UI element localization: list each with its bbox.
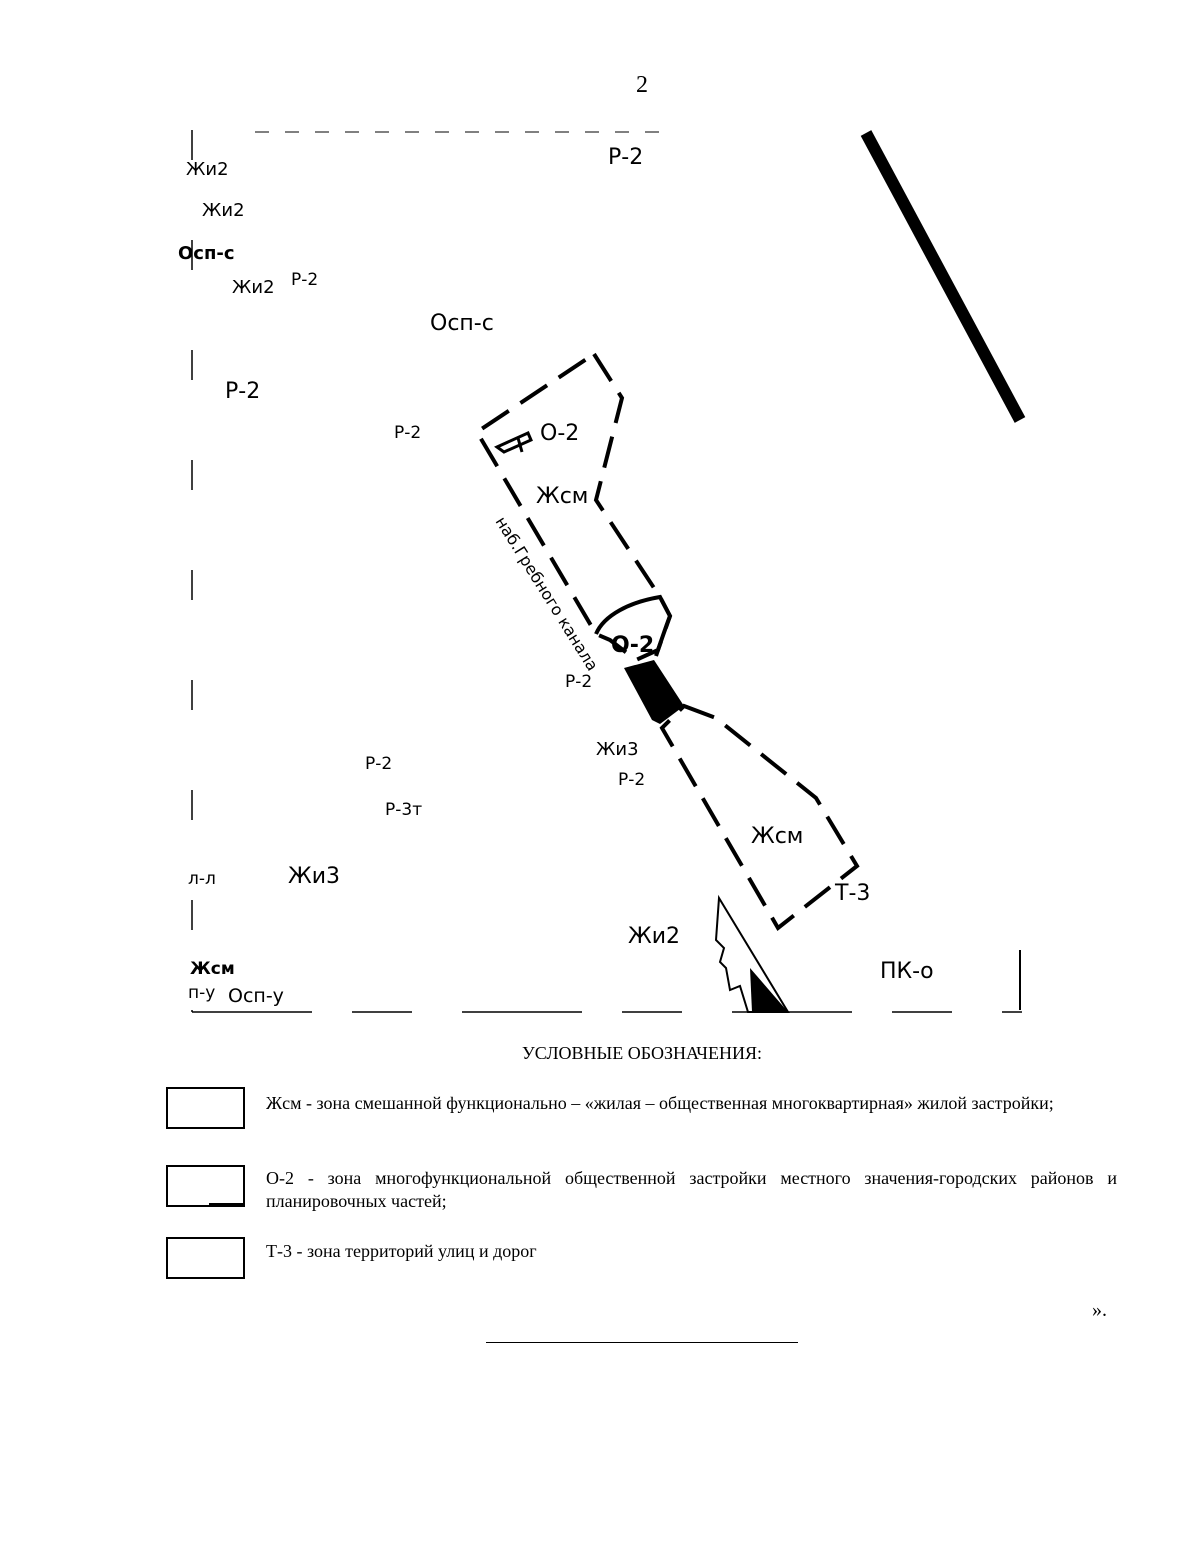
map-label-t3: Т-3 <box>834 881 870 906</box>
map-label-canal: наб.Гребного канала <box>492 513 603 674</box>
diagonal-road-line <box>860 130 1026 423</box>
map-label-l-edge: л-л <box>188 869 216 889</box>
map-label-zhsm-top: Жсм <box>536 484 588 509</box>
legend-text-t3: Т-3 - зона территорий улиц и дорог <box>266 1241 537 1261</box>
map-label-r2-right: Р-2 <box>618 770 645 790</box>
map-label-zhsm-edge: Жсм <box>190 959 235 979</box>
map-label-osp-u: Осп-у <box>228 985 284 1007</box>
legend-text-zhsm: Жсм - зона смешанной функционально – «жи… <box>266 1093 1054 1113</box>
zoning-map[interactable]: Р-2 Жи2 Жи2 Осп-с Жи2 Р-2 Осп-с Р-2 Р-2 … <box>0 0 1200 1030</box>
map-label-r3t: Р-3т <box>385 800 422 820</box>
map-label-zhsm-low: Жсм <box>751 824 803 849</box>
map-label-r2-mid: Р-2 <box>394 423 421 443</box>
bottom-divider <box>486 1342 798 1343</box>
legend-text-o2: О-2 - зона многофункциональной обществен… <box>266 1168 1117 1211</box>
legend-swatch-t3 <box>166 1237 245 1279</box>
map-label-zhi2-b: Жи2 <box>202 200 245 221</box>
closing-quote: ». <box>1092 1299 1107 1321</box>
map-label-o2-mid: О-2 <box>611 633 654 658</box>
map-label-zhi2-low: Жи2 <box>628 924 680 949</box>
building-marker-o2 <box>494 431 533 454</box>
map-label-zhi3-small: Жи3 <box>596 739 639 760</box>
map-label-osp-s-edge: Осп-с <box>178 243 235 264</box>
map-label-osp-u-edge: п-у <box>188 983 215 1003</box>
map-label-r2-left: Р-2 <box>225 379 260 404</box>
map-label-osp-s: Осп-с <box>430 311 494 336</box>
zone-boundary-o2 <box>594 594 673 657</box>
map-label-r2-canal: Р-2 <box>565 672 592 692</box>
filled-zone-black <box>624 660 684 724</box>
legend-swatch-zhsm <box>166 1087 245 1129</box>
page-number: 2 <box>636 72 648 98</box>
legend-heading: УСЛОВНЫЕ ОБОЗНАЧЕНИЯ: <box>522 1043 762 1063</box>
legend-swatch-o2 <box>166 1165 245 1207</box>
map-label-o2-top: О-2 <box>540 421 579 446</box>
map-label-r2-small-a: Р-2 <box>291 270 318 290</box>
map-label-r2-low: Р-2 <box>365 754 392 774</box>
map-label-zhi2-a: Жи2 <box>186 159 229 180</box>
map-label-r2-top: Р-2 <box>608 145 643 170</box>
map-label-pk-o: ПК-о <box>880 959 934 984</box>
map-frame <box>191 130 1022 1013</box>
zone-boundary-zhsm-lower <box>659 703 860 931</box>
map-label-zhi3-big: Жи3 <box>288 864 340 889</box>
map-label-zhi2-c: Жи2 <box>232 277 275 298</box>
